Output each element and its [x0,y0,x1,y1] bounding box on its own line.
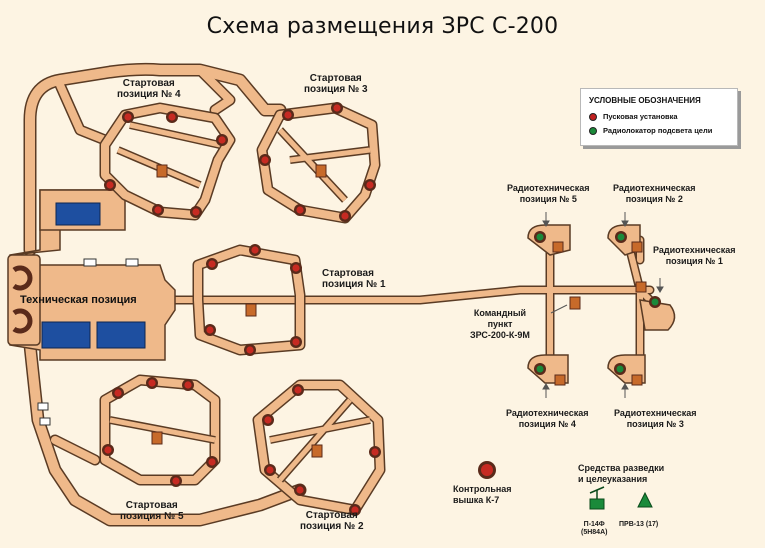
pointer-arrows [542,212,664,398]
radar-p14f-icon [589,486,605,510]
legend-title: УСЛОВНЫЕ ОБОЗНАЧЕНИЯ [589,96,701,105]
small-building-icon [125,258,139,267]
building-block [96,321,146,349]
launch-position-2-launchers [262,384,381,516]
building-block [41,321,91,349]
launch-position-4-launchers [104,111,228,218]
launch-position-2-loop [252,379,386,516]
technical-position-area [7,189,176,426]
page-title: Схема размещения ЗРС С-200 [206,14,559,39]
legend: УСЛОВНЫЕ ОБОЗНАЧЕНИЯ Пусковая установка … [580,88,738,146]
legend-item-launcher: Пусковая установка [589,112,678,121]
launcher-legend-icon [589,112,597,121]
legend-item-label: Радиолокатор подсвета цели [603,126,713,135]
shelter-icon [12,265,33,291]
control-tower-inner [481,464,493,476]
launch-position-5-launchers [102,377,218,487]
legend-item-radar: Радиолокатор подсвета цели [589,126,712,135]
small-building-icon [39,417,51,426]
recon-item-prv13-label: ПРВ-13 (17) [619,521,659,528]
legend-item-label: Пусковая установка [603,112,678,121]
building-block [55,202,101,226]
radar-positions [527,224,676,386]
command-post-marker [569,296,581,310]
shelter-icon [12,308,33,334]
launch-position-4-loop [99,102,236,221]
launch-position-1-launchers [204,244,302,356]
launch-position-3-loop [256,102,381,224]
technical-position-label: Техническая позиция [20,294,137,306]
radar-prv13-icon [637,491,653,508]
small-building-icon [83,258,97,267]
recon-item-p14f-label: П-14Ф(5Н84А) [581,521,608,536]
launch-position-3-launchers [259,102,376,222]
small-building-icon [37,402,49,411]
radar-legend-icon [589,126,597,135]
